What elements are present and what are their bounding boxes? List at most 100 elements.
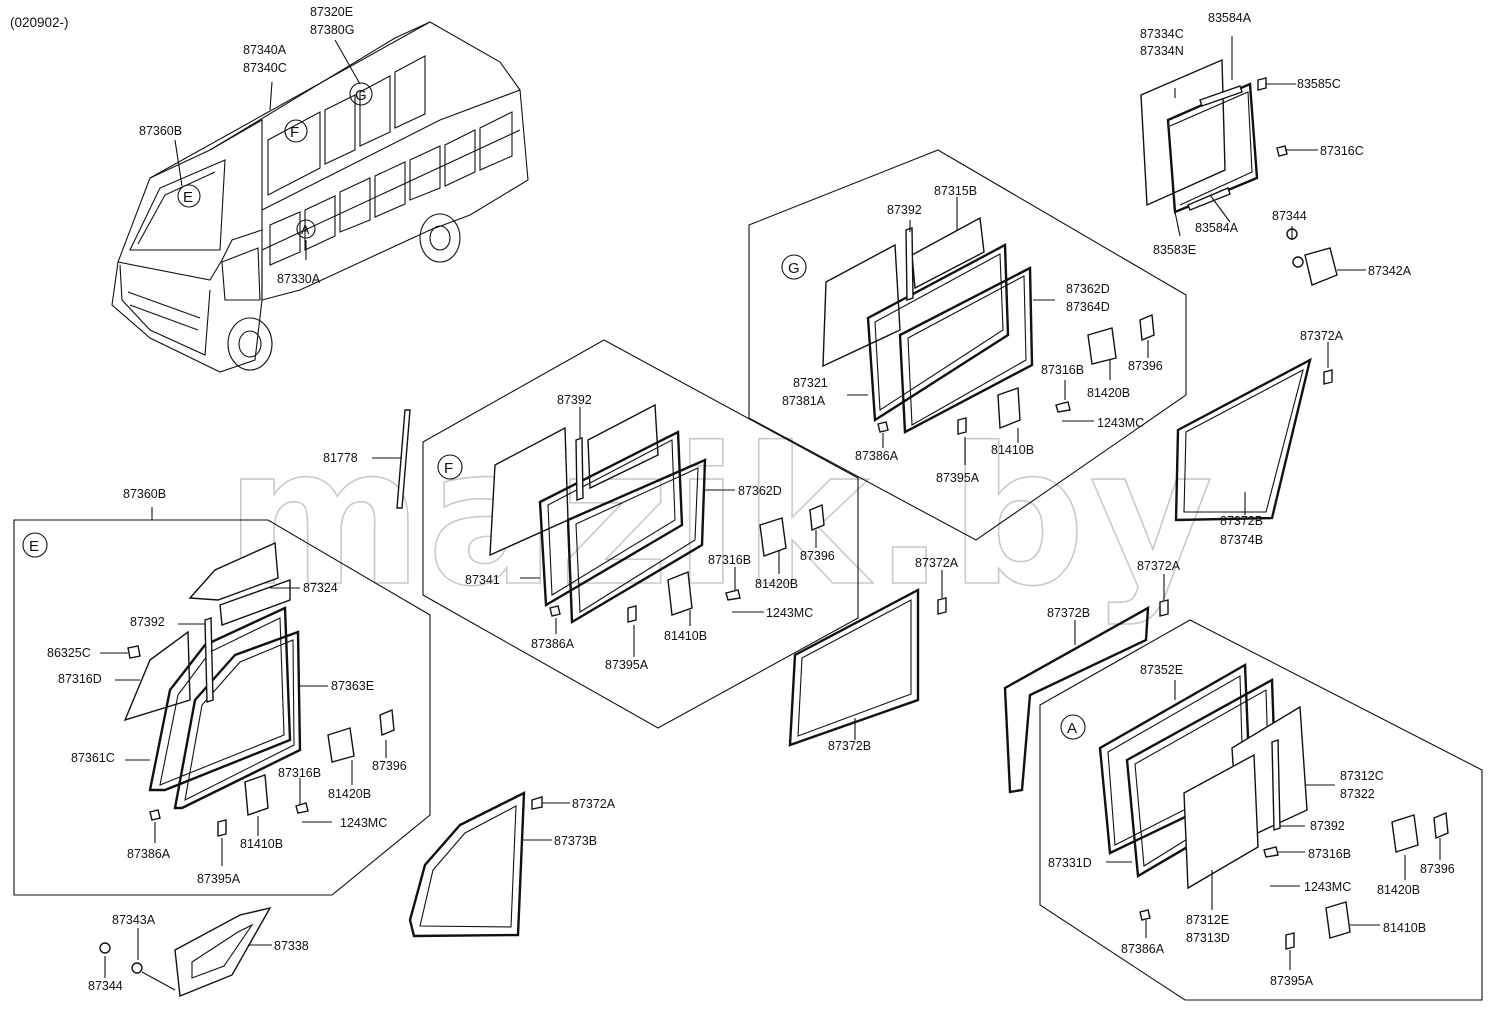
label-a-87396[interactable]: 87396: [1420, 862, 1455, 876]
label-87380G[interactable]: 87380G: [310, 23, 354, 37]
label-f-87395A[interactable]: 87395A: [605, 658, 649, 672]
callout-e-letter: E: [29, 538, 39, 555]
label-g-87315B[interactable]: 87315B: [934, 184, 977, 198]
label-87372B-r1[interactable]: 87372B: [1220, 514, 1263, 528]
label-87373B[interactable]: 87373B: [554, 834, 597, 848]
bus-illustration: [111, 21, 529, 373]
label-f-1243MC[interactable]: 1243MC: [766, 606, 813, 620]
group-g-parts: [822, 197, 1155, 465]
callout-f-bus-letter: F: [290, 124, 299, 141]
label-g-87321[interactable]: 87321: [793, 376, 828, 390]
label-e-87363E[interactable]: 87363E: [331, 679, 374, 693]
callout-a-bus[interactable]: A: [296, 219, 316, 239]
callout-f-bus[interactable]: F: [284, 119, 308, 143]
label-87338[interactable]: 87338: [274, 939, 309, 953]
group-e-border: [13, 519, 431, 896]
label-a-87312C[interactable]: 87312C: [1340, 769, 1384, 783]
label-83584A-top[interactable]: 83584A: [1208, 11, 1252, 25]
label-87343A[interactable]: 87343A: [112, 913, 156, 927]
label-e-87395A[interactable]: 87395A: [197, 872, 241, 886]
label-g-87396[interactable]: 87396: [1128, 359, 1163, 373]
label-e-1243MC[interactable]: 1243MC: [340, 816, 387, 830]
label-87372B-r2[interactable]: 87372B: [1047, 606, 1090, 620]
label-a-87331D[interactable]: 87331D: [1048, 856, 1092, 870]
label-g-87364D[interactable]: 87364D: [1066, 300, 1110, 314]
label-87372A-r1[interactable]: 87372A: [1300, 329, 1344, 343]
callout-g-letter: G: [788, 260, 800, 277]
label-a-87316B[interactable]: 87316B: [1308, 847, 1351, 861]
callout-f[interactable]: F: [437, 454, 463, 480]
label-87342A[interactable]: 87342A: [1368, 264, 1412, 278]
label-a-87313D[interactable]: 87313D: [1186, 931, 1230, 945]
callout-a-letter: A: [1067, 720, 1077, 737]
label-g-87395A[interactable]: 87395A: [936, 471, 980, 485]
label-g-81420B[interactable]: 81420B: [1087, 386, 1130, 400]
label-f-87396[interactable]: 87396: [800, 549, 835, 563]
label-81778[interactable]: 81778: [323, 451, 358, 465]
label-a-81410B[interactable]: 81410B: [1383, 921, 1426, 935]
label-g-87386A[interactable]: 87386A: [855, 449, 899, 463]
label-83584A-bot[interactable]: 83584A: [1195, 221, 1239, 235]
label-87334C[interactable]: 87334C: [1140, 27, 1184, 41]
label-g-87362D[interactable]: 87362D: [1066, 282, 1110, 296]
callout-g-bus[interactable]: G: [349, 82, 373, 106]
label-a-81420B[interactable]: 81420B: [1377, 883, 1420, 897]
label-e-87324[interactable]: 87324: [303, 581, 338, 595]
diagram-code: (020902-): [10, 15, 69, 30]
label-e-86325C[interactable]: 86325C: [47, 646, 91, 660]
label-e-81410B[interactable]: 81410B: [240, 837, 283, 851]
label-e-87316B[interactable]: 87316B: [278, 766, 321, 780]
vent-87338: [99, 906, 272, 997]
label-87372A-r2[interactable]: 87372A: [1137, 559, 1181, 573]
label-87334N[interactable]: 87334N: [1140, 44, 1184, 58]
label-a-87322[interactable]: 87322: [1340, 787, 1375, 801]
label-87316C[interactable]: 87316C: [1320, 144, 1364, 158]
label-g-1243MC[interactable]: 1243MC: [1097, 416, 1144, 430]
label-g-87392[interactable]: 87392: [887, 203, 922, 217]
label-f-87316B[interactable]: 87316B: [708, 553, 751, 567]
label-83583E[interactable]: 83583E: [1153, 243, 1196, 257]
label-f-87386A[interactable]: 87386A: [531, 637, 575, 651]
label-87340C[interactable]: 87340C: [243, 61, 287, 75]
label-a-87352E[interactable]: 87352E: [1140, 663, 1183, 677]
label-a-87395A[interactable]: 87395A: [1270, 974, 1314, 988]
label-87320E[interactable]: 87320E: [310, 5, 353, 19]
label-e-87396[interactable]: 87396: [372, 759, 407, 773]
rear-glass-group: [1140, 36, 1366, 286]
label-g-81410B[interactable]: 81410B: [991, 443, 1034, 457]
label-87344-bot[interactable]: 87344: [88, 979, 123, 993]
label-87360B-top[interactable]: 87360B: [139, 124, 182, 138]
label-87330A[interactable]: 87330A: [277, 272, 321, 286]
label-a-87386A[interactable]: 87386A: [1121, 942, 1165, 956]
label-f-87392[interactable]: 87392: [557, 393, 592, 407]
label-e-87386A[interactable]: 87386A: [127, 847, 171, 861]
label-f-87341[interactable]: 87341: [465, 573, 500, 587]
label-87372B-mid[interactable]: 87372B: [828, 739, 871, 753]
callout-a[interactable]: A: [1060, 714, 1086, 740]
right-frame-87372B-2: [1003, 574, 1169, 794]
label-87360B-e[interactable]: 87360B: [123, 487, 166, 501]
label-e-87316D[interactable]: 87316D: [58, 672, 102, 686]
label-f-87362D[interactable]: 87362D: [738, 484, 782, 498]
label-g-87381A[interactable]: 87381A: [782, 394, 826, 408]
label-f-81410B[interactable]: 81410B: [664, 629, 707, 643]
callout-e[interactable]: E: [22, 532, 48, 558]
label-a-1243MC[interactable]: 1243MC: [1304, 880, 1351, 894]
right-frame-87372B: [1174, 342, 1333, 522]
label-87340A[interactable]: 87340A: [243, 43, 287, 57]
label-e-87361C[interactable]: 87361C: [71, 751, 115, 765]
label-f-81420B[interactable]: 81420B: [755, 577, 798, 591]
label-87372A-bot[interactable]: 87372A: [572, 797, 616, 811]
label-a-87312E[interactable]: 87312E: [1186, 913, 1229, 927]
label-e-81420B[interactable]: 81420B: [328, 787, 371, 801]
callout-e-bus[interactable]: E: [177, 184, 201, 208]
label-g-87316B[interactable]: 87316B: [1041, 363, 1084, 377]
label-87344-right[interactable]: 87344: [1272, 209, 1307, 223]
callout-g[interactable]: G: [781, 254, 807, 280]
label-e-87392[interactable]: 87392: [130, 615, 165, 629]
label-87372A-mid[interactable]: 87372A: [915, 556, 959, 570]
label-83585C[interactable]: 83585C: [1297, 77, 1341, 91]
label-87374B[interactable]: 87374B: [1220, 533, 1263, 547]
label-a-87392[interactable]: 87392: [1310, 819, 1345, 833]
